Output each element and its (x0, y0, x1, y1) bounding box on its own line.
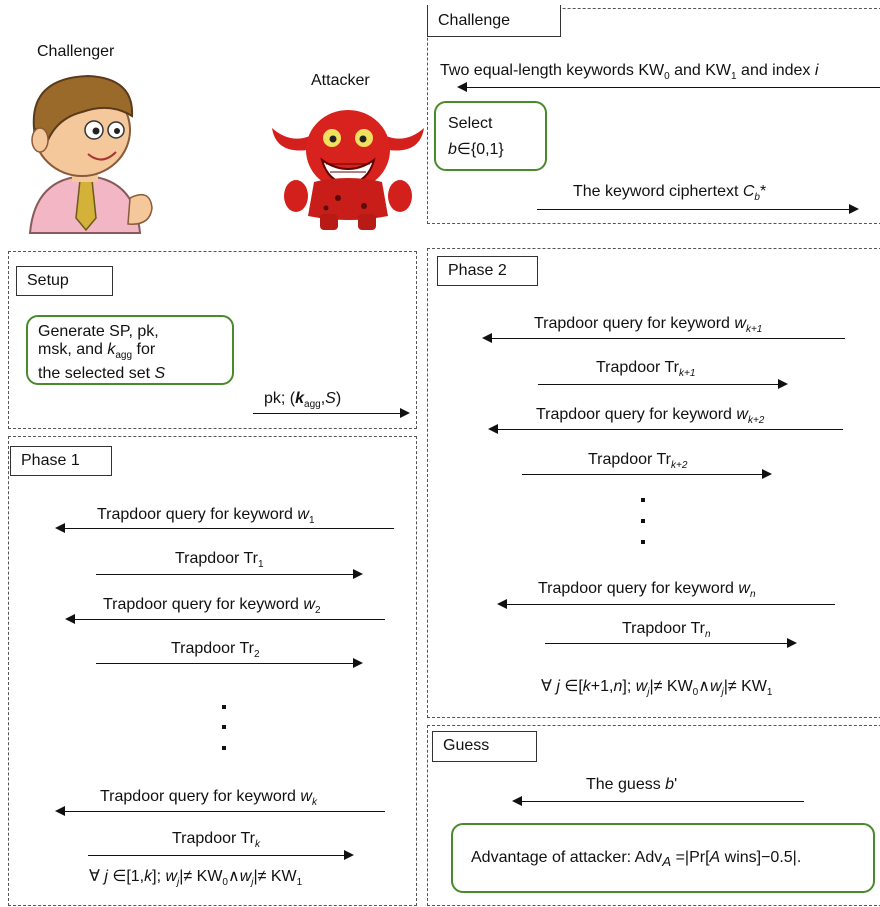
setup-generate-box: Generate SP, pk, msk, and kagg for the s… (26, 315, 234, 385)
phase1-trapdoor-k: Trapdoor Trk (172, 830, 260, 851)
phase1-trapdoor-1-arrow (96, 569, 363, 579)
setup-generate-line2a: msk, and (38, 341, 108, 358)
challenge-title: Challenge (427, 5, 561, 37)
setup-k-sub: agg (115, 350, 133, 362)
phase1-query-1-arrow (55, 523, 394, 533)
setup-s: S (154, 365, 166, 383)
challenge-select-label: Select (448, 115, 493, 132)
setup-generate-line1: Generate SP, pk, (38, 323, 159, 340)
guess-title: Guess (432, 731, 537, 762)
phase1-ellipsis-dot (222, 725, 226, 729)
phase1-panel (8, 436, 417, 906)
phase2-trapdoor-k1: Trapdoor Trk+1 (596, 359, 696, 380)
phase1-query-k: Trapdoor query for keyword wk (100, 788, 317, 809)
setup-k: k (107, 341, 116, 358)
challenge-keywords-arrow (457, 82, 880, 92)
phase2-query-k2-arrow (488, 424, 843, 434)
phase2-trapdoor-k2-arrow (522, 469, 772, 479)
setup-title: Setup (16, 266, 113, 296)
challenge-b-set: ∈{0,1} (456, 141, 504, 158)
challenge-ciphertext-arrow (537, 204, 859, 214)
challenge-ciphertext: The keyword ciphertext Cb* (573, 183, 767, 204)
phase2-ellipsis-dot (641, 519, 645, 523)
challenge-keywords: Two equal-length keywords KW0 and KW1 an… (440, 62, 819, 83)
attacker-label: Attacker (311, 72, 370, 89)
phase2-query-k1: Trapdoor query for keyword wk+1 (534, 315, 763, 336)
phase2-trapdoor-n-arrow (545, 638, 797, 648)
phase1-trapdoor-2: Trapdoor Tr2 (171, 640, 260, 661)
guess-panel (427, 725, 880, 906)
phase1-trapdoor-1: Trapdoor Tr1 (175, 550, 264, 571)
phase1-ellipsis-dot (222, 705, 226, 709)
phase2-trapdoor-k1-arrow (538, 379, 788, 389)
phase2-trapdoor-k2: Trapdoor Trk+2 (588, 451, 688, 472)
setup-send-label: pk; (kagg,S) (264, 390, 342, 411)
phase1-query-1: Trapdoor query for keyword w1 (97, 506, 315, 527)
phase1-trapdoor-2-arrow (96, 658, 363, 668)
challenge-panel (427, 8, 880, 224)
phase2-panel (427, 248, 880, 718)
phase1-ellipsis-dot (222, 746, 226, 750)
phase2-query-k1-arrow (482, 333, 845, 343)
guess-text: The guess b' (586, 776, 678, 793)
attacker-icon (272, 110, 424, 230)
phase2-ellipsis-dot (641, 498, 645, 502)
advantage-box: Advantage of attacker: AdvA =|Pr[A wins]… (451, 823, 875, 893)
phase2-title: Phase 2 (437, 256, 538, 286)
challenger-label: Challenger (37, 43, 115, 60)
phase1-constraint: ∀ j ∈[1,k]; wj|≠ KW0∧wj|≠ KW1 (89, 868, 303, 889)
setup-panel (8, 251, 417, 429)
phase1-query-2: Trapdoor query for keyword w2 (103, 596, 321, 617)
phase2-query-k2: Trapdoor query for keyword wk+2 (536, 406, 765, 427)
phase1-query-2-arrow (65, 614, 385, 624)
phase2-query-n: Trapdoor query for keyword wn (538, 580, 756, 601)
challenge-select-box: Select b∈{0,1} (434, 101, 547, 171)
phase2-ellipsis-dot (641, 540, 645, 544)
phase1-query-k-arrow (55, 806, 385, 816)
phase2-constraint: ∀ j ∈[k+1,n]; wj|≠ KW0∧wj|≠ KW1 (541, 678, 773, 699)
phase2-trapdoor-n: Trapdoor Trn (622, 620, 711, 641)
setup-generate-line2b: for (132, 341, 156, 358)
challenge-b: b (448, 141, 457, 158)
challenger-icon (28, 74, 153, 234)
phase1-trapdoor-k-arrow (88, 850, 354, 860)
setup-generate-line3: the selected set (38, 365, 155, 383)
setup-send-arrow (253, 408, 410, 418)
phase2-query-n-arrow (497, 599, 835, 609)
guess-arrow (512, 796, 804, 806)
phase1-title: Phase 1 (10, 446, 112, 476)
